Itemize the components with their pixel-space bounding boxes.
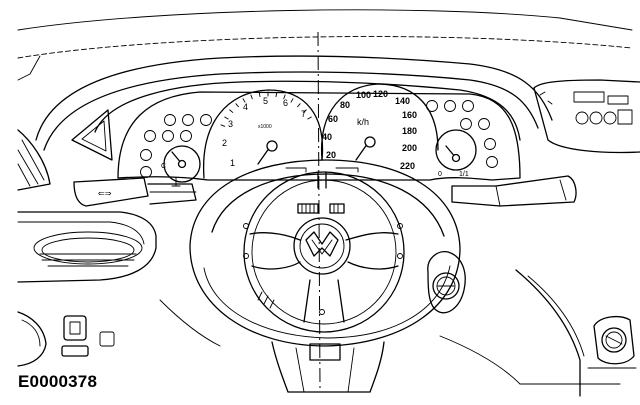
tachometer-label-3: 3 <box>228 119 233 129</box>
right-switch-stalk <box>451 175 577 207</box>
left-switch-stalk: ⇐⇒ <box>73 177 197 207</box>
speedometer-label-180: 180 <box>402 126 417 136</box>
tachometer-ticks <box>220 91 312 127</box>
tachometer-label-1: 1 <box>230 158 235 168</box>
instrument-cluster-hood <box>35 55 553 151</box>
lower-left-controls <box>17 311 115 367</box>
speedometer-label-60: 60 <box>328 114 338 124</box>
instrument-cluster-bezel <box>117 91 521 181</box>
tachometer-tick <box>307 116 312 120</box>
speedometer-unit: k/h <box>357 117 369 127</box>
tachometer-label-6: 6 <box>283 98 288 108</box>
right-warning-lamps <box>426 100 498 168</box>
speedometer-label-40: 40 <box>322 132 332 142</box>
tachometer-unit: x1000 <box>258 124 272 130</box>
fuel-gauge: 1/1 0 <box>435 129 477 178</box>
figure-id: E0000378 <box>18 372 98 391</box>
tachometer-tick <box>235 103 239 108</box>
temperature-cold-mark: C <box>161 163 166 170</box>
tachometer-hub <box>266 140 278 152</box>
tachometer-tick <box>275 92 278 98</box>
tachometer-tick <box>258 92 261 98</box>
tachometer-tick <box>250 94 253 100</box>
tachometer-label-7: 7 <box>301 109 306 119</box>
temperature-gauge: C <box>161 145 201 187</box>
tachometer: 1 2 3 4 5 6 7 x1000 <box>203 89 324 179</box>
tachometer-label-2: 2 <box>222 138 227 148</box>
speedometer: 20 40 60 80 100 120 140 160 180 200 220 … <box>320 83 439 171</box>
speedometer-label-20: 20 <box>326 150 336 160</box>
tachometer-label-4: 4 <box>243 102 248 112</box>
speedometer-label-160: 160 <box>402 110 417 120</box>
speedometer-label-220: 220 <box>400 161 415 171</box>
dashboard-top-outline <box>17 9 633 81</box>
fuel-full-mark: 1/1 <box>459 171 469 178</box>
fuel-empty-mark: 0 <box>438 171 442 178</box>
hazard-window <box>71 109 113 161</box>
tachometer-label-5: 5 <box>263 96 268 106</box>
speedometer-hub <box>364 136 376 148</box>
cup-holder <box>17 211 157 283</box>
centre-line <box>317 31 321 389</box>
floor-lines <box>159 299 621 385</box>
steering-column-shroud <box>271 341 385 393</box>
speedometer-label-200: 200 <box>402 143 417 153</box>
left-air-vent <box>17 129 51 191</box>
right-dash-panel <box>533 79 640 154</box>
tachometer-tick <box>290 98 294 103</box>
tachometer-tick <box>229 109 234 113</box>
tachometer-tick <box>224 116 229 120</box>
speedometer-label-140: 140 <box>395 96 410 106</box>
speedometer-label-80: 80 <box>340 100 350 110</box>
tachometer-tick <box>242 98 246 103</box>
tachometer-tick <box>283 94 286 100</box>
steering-wheel <box>189 159 461 347</box>
tachometer-tick <box>302 109 307 113</box>
tachometer-tick <box>220 124 226 127</box>
left-warning-lamps <box>140 114 212 178</box>
speedometer-label-100: 100 <box>356 90 371 100</box>
steering-wheel-logo <box>305 231 339 257</box>
ignition-switch <box>427 251 466 314</box>
speedometer-label-120: 120 <box>373 89 388 99</box>
lower-right-console <box>515 269 637 397</box>
svg-text:⇐⇒: ⇐⇒ <box>98 189 112 198</box>
tachometer-tick <box>297 103 301 108</box>
